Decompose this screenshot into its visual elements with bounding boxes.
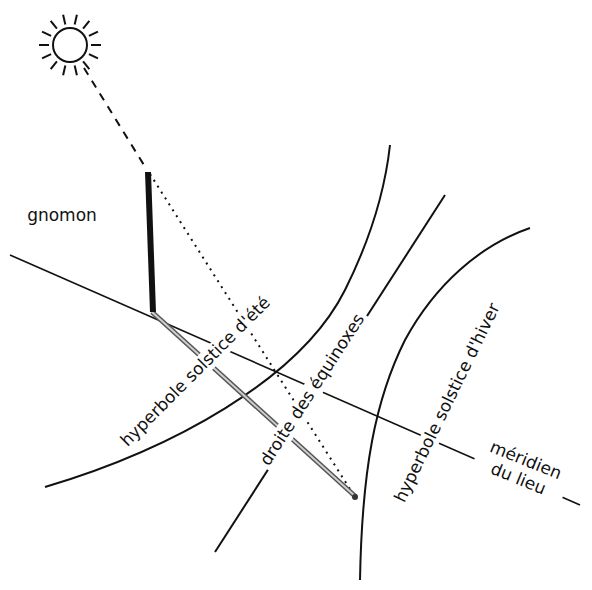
- shadow-line-core: [152, 312, 356, 497]
- sun-ray: [91, 44, 101, 46]
- shadow-ray-line: [150, 174, 355, 497]
- summer-hyperbola-label: hyperbole solstice d'été: [115, 291, 277, 453]
- sun-ray-line: [84, 68, 147, 170]
- sun-ray: [75, 65, 77, 75]
- sun-ray: [83, 21, 89, 29]
- sun-ray: [89, 32, 98, 36]
- sun-ray: [51, 21, 57, 29]
- sun-ray: [89, 54, 98, 58]
- sun-ray: [63, 65, 65, 75]
- sun-ray: [51, 61, 57, 69]
- sun-ray: [75, 15, 77, 25]
- shadow-line: [152, 312, 356, 497]
- sun-ray: [39, 44, 49, 46]
- gnomon-label: gnomon: [24, 206, 100, 226]
- sun-ray: [63, 15, 65, 25]
- gnomon-rod: [148, 172, 153, 312]
- sun-symbol: [39, 15, 101, 75]
- meridian-label: méridien du lieu: [470, 434, 574, 506]
- equinox-line-label: droite des équinoxes: [254, 308, 370, 472]
- sun-ray: [42, 54, 51, 58]
- shadow-tip: [352, 494, 358, 500]
- summer-hyperbola: [45, 145, 390, 487]
- sun-ray: [42, 32, 51, 36]
- winter-hyperbola: [360, 228, 530, 580]
